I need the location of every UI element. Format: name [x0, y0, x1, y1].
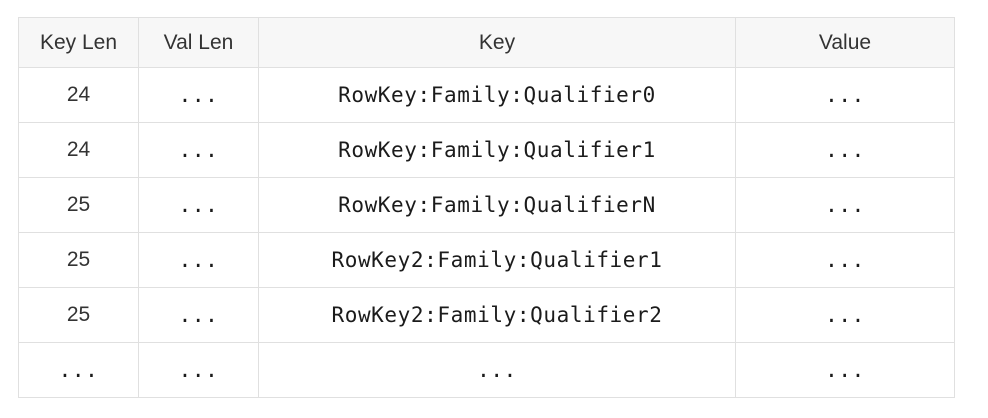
cell-key: RowKey2:Family:Qualifier2: [258, 287, 736, 343]
table-row: ............: [18, 342, 955, 398]
cell-value: ...: [735, 287, 955, 343]
cell-value: ...: [735, 67, 955, 123]
cell-val-len: ...: [138, 122, 259, 178]
table-row: 25...RowKey2:Family:Qualifier1...: [18, 232, 955, 288]
cell-key: RowKey:Family:Qualifier0: [258, 67, 736, 123]
keyvalue-table: Key Len Val Len Key Value 24...RowKey:Fa…: [18, 17, 955, 398]
cell-val-len: ...: [138, 342, 259, 398]
cell-key-len: 25: [18, 287, 139, 343]
cell-val-len: ...: [138, 67, 259, 123]
column-header-value: Value: [735, 17, 955, 68]
cell-value: ...: [735, 177, 955, 233]
cell-value: ...: [735, 342, 955, 398]
cell-key: RowKey:Family:Qualifier1: [258, 122, 736, 178]
cell-val-len: ...: [138, 177, 259, 233]
cell-key-len: 24: [18, 122, 139, 178]
table-row: 24...RowKey:Family:Qualifier1...: [18, 122, 955, 178]
cell-key: RowKey2:Family:Qualifier1: [258, 232, 736, 288]
cell-key-len: 25: [18, 232, 139, 288]
cell-value: ...: [735, 232, 955, 288]
cell-value: ...: [735, 122, 955, 178]
table-row: 25...RowKey:Family:QualifierN...: [18, 177, 955, 233]
cell-key: ...: [258, 342, 736, 398]
column-header-val-len: Val Len: [138, 17, 259, 68]
cell-key-len: 24: [18, 67, 139, 123]
table-header: Key Len Val Len Key Value: [18, 17, 955, 68]
cell-val-len: ...: [138, 287, 259, 343]
header-row: Key Len Val Len Key Value: [18, 17, 955, 68]
cell-key: RowKey:Family:QualifierN: [258, 177, 736, 233]
column-header-key: Key: [258, 17, 736, 68]
table-row: 25...RowKey2:Family:Qualifier2...: [18, 287, 955, 343]
cell-val-len: ...: [138, 232, 259, 288]
cell-key-len: ...: [18, 342, 139, 398]
cell-key-len: 25: [18, 177, 139, 233]
table-row: 24...RowKey:Family:Qualifier0...: [18, 67, 955, 123]
column-header-key-len: Key Len: [18, 17, 139, 68]
table-body: 24...RowKey:Family:Qualifier0...24...Row…: [18, 67, 955, 398]
